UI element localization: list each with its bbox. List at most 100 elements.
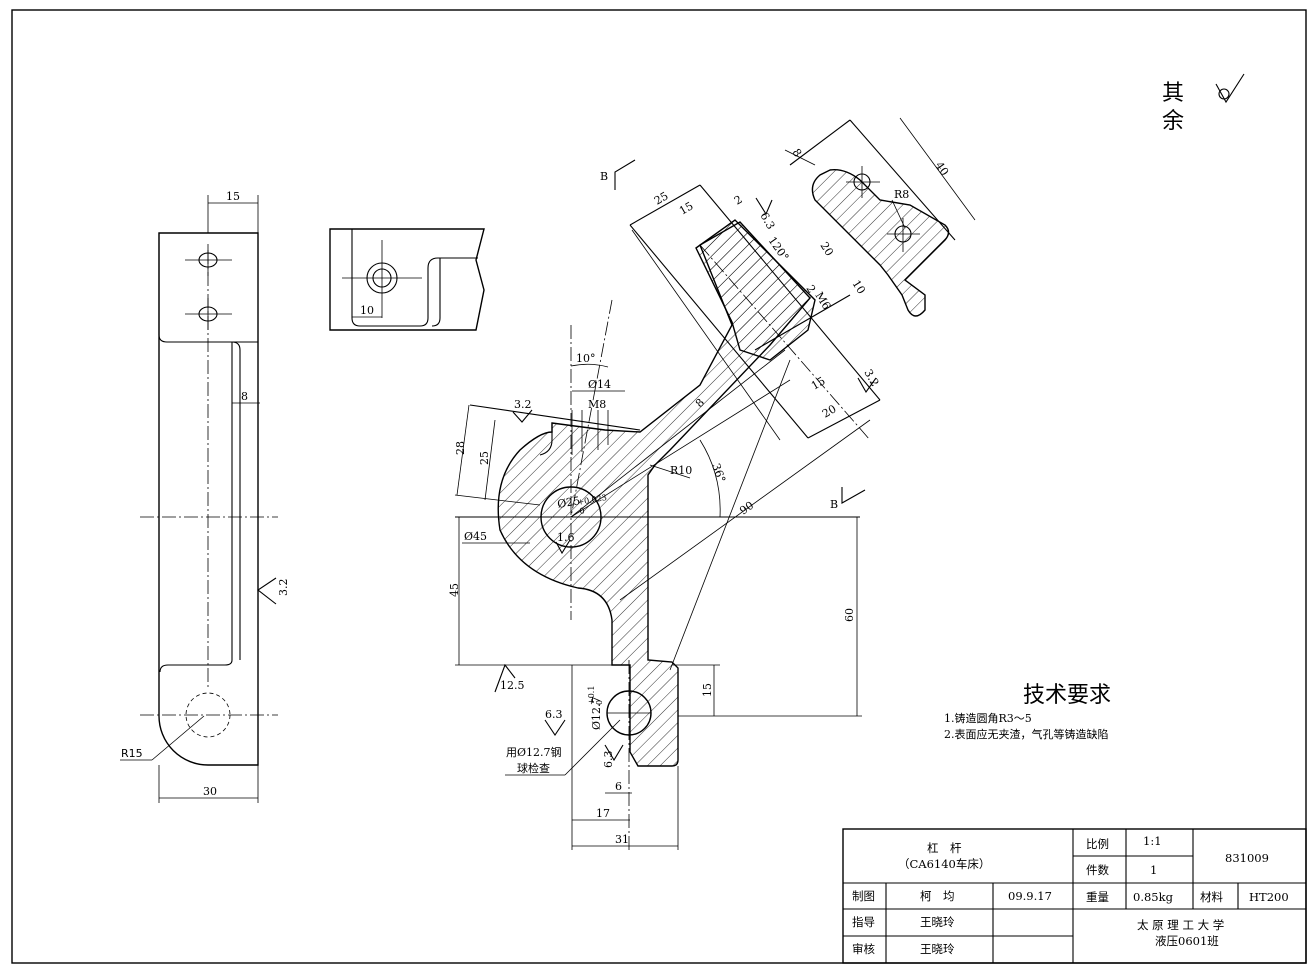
tol-25-lower: 0 bbox=[579, 506, 586, 516]
roughness-16-icon bbox=[555, 539, 571, 555]
roughness-63c-icon bbox=[604, 744, 624, 762]
roughness-32b-icon bbox=[857, 377, 877, 394]
dim-line-25b bbox=[484, 419, 496, 501]
detail-slot-2 bbox=[431, 258, 441, 327]
left-view-bore bbox=[185, 692, 231, 738]
dim-40: 40 bbox=[933, 159, 952, 178]
tb-class: 液压0601班 bbox=[1155, 934, 1219, 948]
arc-10 bbox=[570, 363, 609, 368]
dim-15-top: 15 bbox=[226, 190, 240, 203]
tb-frame bbox=[842, 828, 1307, 964]
detail-outline bbox=[329, 228, 485, 331]
lever-body-section bbox=[497, 221, 811, 767]
thread-m8: M8 bbox=[588, 398, 606, 411]
clamp-line-4 bbox=[807, 399, 881, 439]
dim-2: 2 bbox=[732, 193, 745, 208]
tech-req-item-1: 1.铸造圆角R3～5 bbox=[944, 711, 1032, 725]
boss-top-1 bbox=[469, 404, 641, 431]
angle-36: 36° bbox=[709, 462, 728, 485]
roughness-left-icon bbox=[257, 577, 277, 605]
tb-qty-label: 件数 bbox=[1086, 863, 1109, 877]
tol-12-7-upper: +0.1 bbox=[587, 686, 596, 705]
roughness-left-value: 3.2 bbox=[277, 579, 290, 597]
roughness-16: 1.6 bbox=[557, 531, 575, 544]
roughness-label-1: 其 bbox=[1162, 81, 1184, 106]
roughness-63a: 6.3 bbox=[757, 210, 777, 232]
radius-r10: R10 bbox=[670, 464, 692, 477]
tb-drawn-label: 制图 bbox=[852, 889, 875, 903]
dim-15: 15 bbox=[677, 199, 696, 217]
dim-17: 17 bbox=[596, 807, 610, 820]
tb-material-value: HT200 bbox=[1249, 890, 1289, 904]
angle-10: 10° bbox=[576, 352, 596, 365]
bb-dim-8 bbox=[784, 149, 816, 166]
arc-36 bbox=[699, 439, 721, 518]
bb-outline-2 bbox=[849, 119, 956, 241]
dia-12-7: Ø12.7 bbox=[590, 696, 603, 730]
tb-drawn-name: 柯 均 bbox=[920, 889, 955, 903]
ball-note-leader2 bbox=[564, 719, 621, 776]
dim-45: 45 bbox=[448, 583, 461, 597]
left-view: 15 8 30 R15 3.2 bbox=[120, 190, 290, 803]
thread-m6: M6 bbox=[812, 290, 833, 312]
center-10deg bbox=[570, 299, 613, 518]
section-mark-b1-icon bbox=[614, 159, 636, 190]
center-arm bbox=[570, 349, 786, 518]
section-bb-body bbox=[811, 169, 950, 317]
ball-note-line1: 用Ø12.7钢 bbox=[506, 746, 562, 759]
ext-28-bottom bbox=[454, 494, 541, 506]
dim-15c: 15 bbox=[701, 683, 714, 697]
tb-drawing-no: 831009 bbox=[1225, 851, 1269, 865]
tb-scale-value: 1:1 bbox=[1143, 834, 1162, 848]
tb-material-label: 材料 bbox=[1200, 890, 1223, 904]
boss-top-line bbox=[539, 423, 553, 456]
tb-guide-name: 王晓玲 bbox=[920, 915, 955, 929]
dim-line-28 bbox=[456, 404, 470, 496]
dim-8-bb: 8 bbox=[790, 146, 805, 159]
dia-25: Ø25 bbox=[556, 494, 581, 511]
dim-15b: 15 bbox=[809, 374, 828, 392]
roughness-32a: 3.2 bbox=[514, 398, 532, 411]
roughness-63b: 6.3 bbox=[545, 708, 563, 721]
tb-review-label: 审核 bbox=[852, 942, 875, 956]
radius-r8: R8 bbox=[894, 188, 909, 201]
detail-slot bbox=[351, 229, 478, 327]
dia-14: Ø14 bbox=[588, 378, 611, 391]
dim-10-detail: 10 bbox=[360, 304, 374, 317]
clamp-center bbox=[699, 244, 871, 441]
tb-guide-label: 指导 bbox=[852, 915, 875, 929]
bb-outline-1 bbox=[789, 119, 851, 166]
clamp-line-3 bbox=[699, 184, 881, 401]
tb-weight-value: 0.85kg bbox=[1133, 890, 1174, 904]
tb-weight-label: 重量 bbox=[1086, 890, 1109, 904]
dim-20b: 20 bbox=[820, 402, 839, 420]
clamp-line-2 bbox=[629, 224, 809, 439]
clamp-line-5 bbox=[754, 294, 851, 351]
left-view-upper-block bbox=[158, 233, 258, 343]
dia-45: Ø45 bbox=[464, 530, 487, 543]
leader-r10 bbox=[649, 464, 691, 479]
left-view-outline bbox=[158, 232, 259, 766]
dim-90: 90 bbox=[737, 499, 756, 518]
line-long bbox=[619, 419, 871, 601]
left-view-slot-curve bbox=[231, 341, 241, 351]
roughness-63b-icon bbox=[544, 719, 566, 736]
section-bb: 40 8 R8 bbox=[784, 117, 976, 317]
tech-req-item-2: 2.表面应无夹渣，气孔等铸造缺陷 bbox=[944, 727, 1109, 741]
m8-thread bbox=[571, 410, 609, 455]
section-mark-b2-icon bbox=[841, 487, 866, 504]
dim-60: 60 bbox=[843, 608, 856, 622]
line-long2 bbox=[669, 359, 791, 671]
leader-r8 bbox=[891, 199, 906, 229]
tb-drawn-date: 09.9.17 bbox=[1008, 889, 1052, 903]
tol-12-7-lower: 0 bbox=[595, 700, 604, 705]
roughness-check-icon bbox=[1215, 73, 1245, 104]
clamp-head bbox=[629, 184, 881, 441]
tb-part-name: 杠 杆 bbox=[927, 841, 962, 855]
tb-school: 太 原 理 工 大 学 bbox=[1137, 918, 1224, 932]
leader-r15b bbox=[151, 715, 205, 761]
dim-31: 31 bbox=[615, 833, 629, 846]
line-diag bbox=[631, 229, 781, 441]
roughness-32a-icon bbox=[512, 409, 533, 423]
